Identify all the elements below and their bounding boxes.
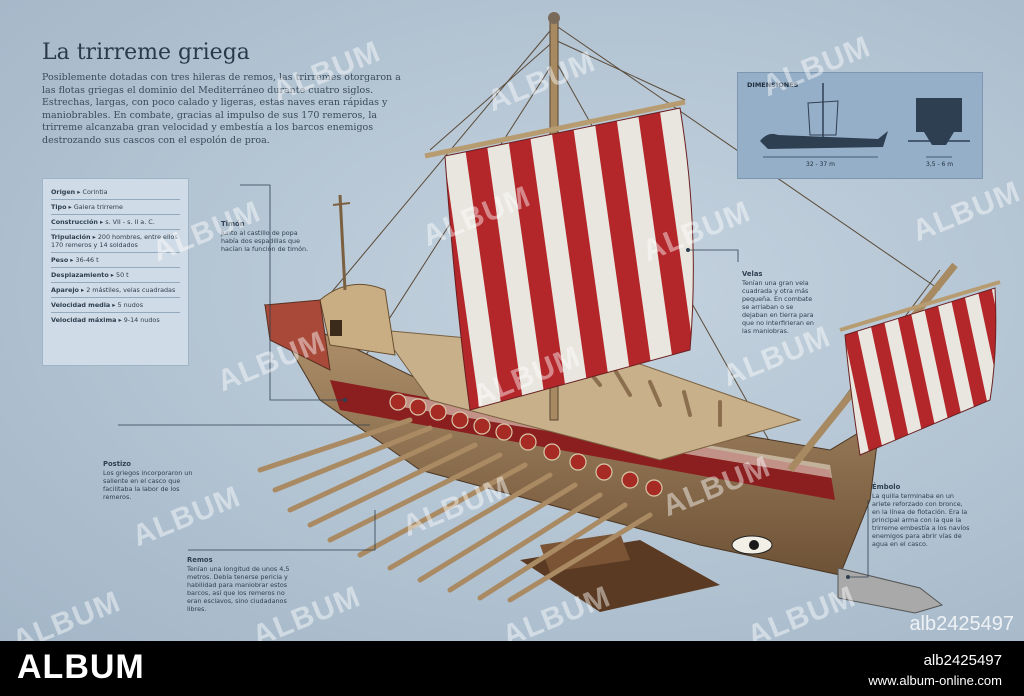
spec-row: Velocidad máxima ▸ 9-14 nudos [51, 316, 160, 324]
dimensions-title: DIMENSIONES [747, 81, 799, 89]
spec-row: Construcción ▸ s. VII - s. II a. C. [51, 215, 180, 230]
infographic: La trirreme griega Posiblemente dotadas … [0, 0, 1024, 641]
spec-row: Velocidad media ▸ 5 nudos [51, 298, 180, 313]
album-logo: ALBUM [17, 648, 145, 686]
spec-row: Aparejo ▸ 2 mástiles, velas cuadradas [51, 283, 180, 298]
footer-bar [0, 641, 1024, 696]
dimension-length: 32 - 37 m [806, 161, 836, 168]
specs-box: Origen ▸ Corintia Tipo ▸ Galera trirreme… [42, 178, 189, 366]
dimensions-box: DIMENSIONES 32 - 37 m 3,5 - 6 m [737, 72, 983, 179]
spec-row: Tripulación ▸ 200 hombres, entre ellos 1… [51, 230, 180, 253]
watermark-code: alb2425497 [909, 613, 1014, 635]
spec-row: Desplazamiento ▸ 50 t [51, 268, 180, 283]
page-title: La trirreme griega [42, 40, 250, 65]
intro-text: Posiblemente dotadas con tres hileras de… [42, 72, 401, 146]
spec-row: Peso ▸ 36-46 t [51, 253, 180, 268]
dimensions-diagram [760, 83, 970, 158]
trireme-illustration [118, 12, 1001, 614]
spec-row: Tipo ▸ Galera trirreme [51, 200, 180, 215]
spec-row: Origen ▸ Corintia [51, 185, 180, 200]
footer-image-id: alb2425497 [923, 652, 1002, 669]
footer-url: www.album-online.com [868, 673, 1002, 688]
dimension-width: 3,5 - 6 m [926, 161, 954, 168]
